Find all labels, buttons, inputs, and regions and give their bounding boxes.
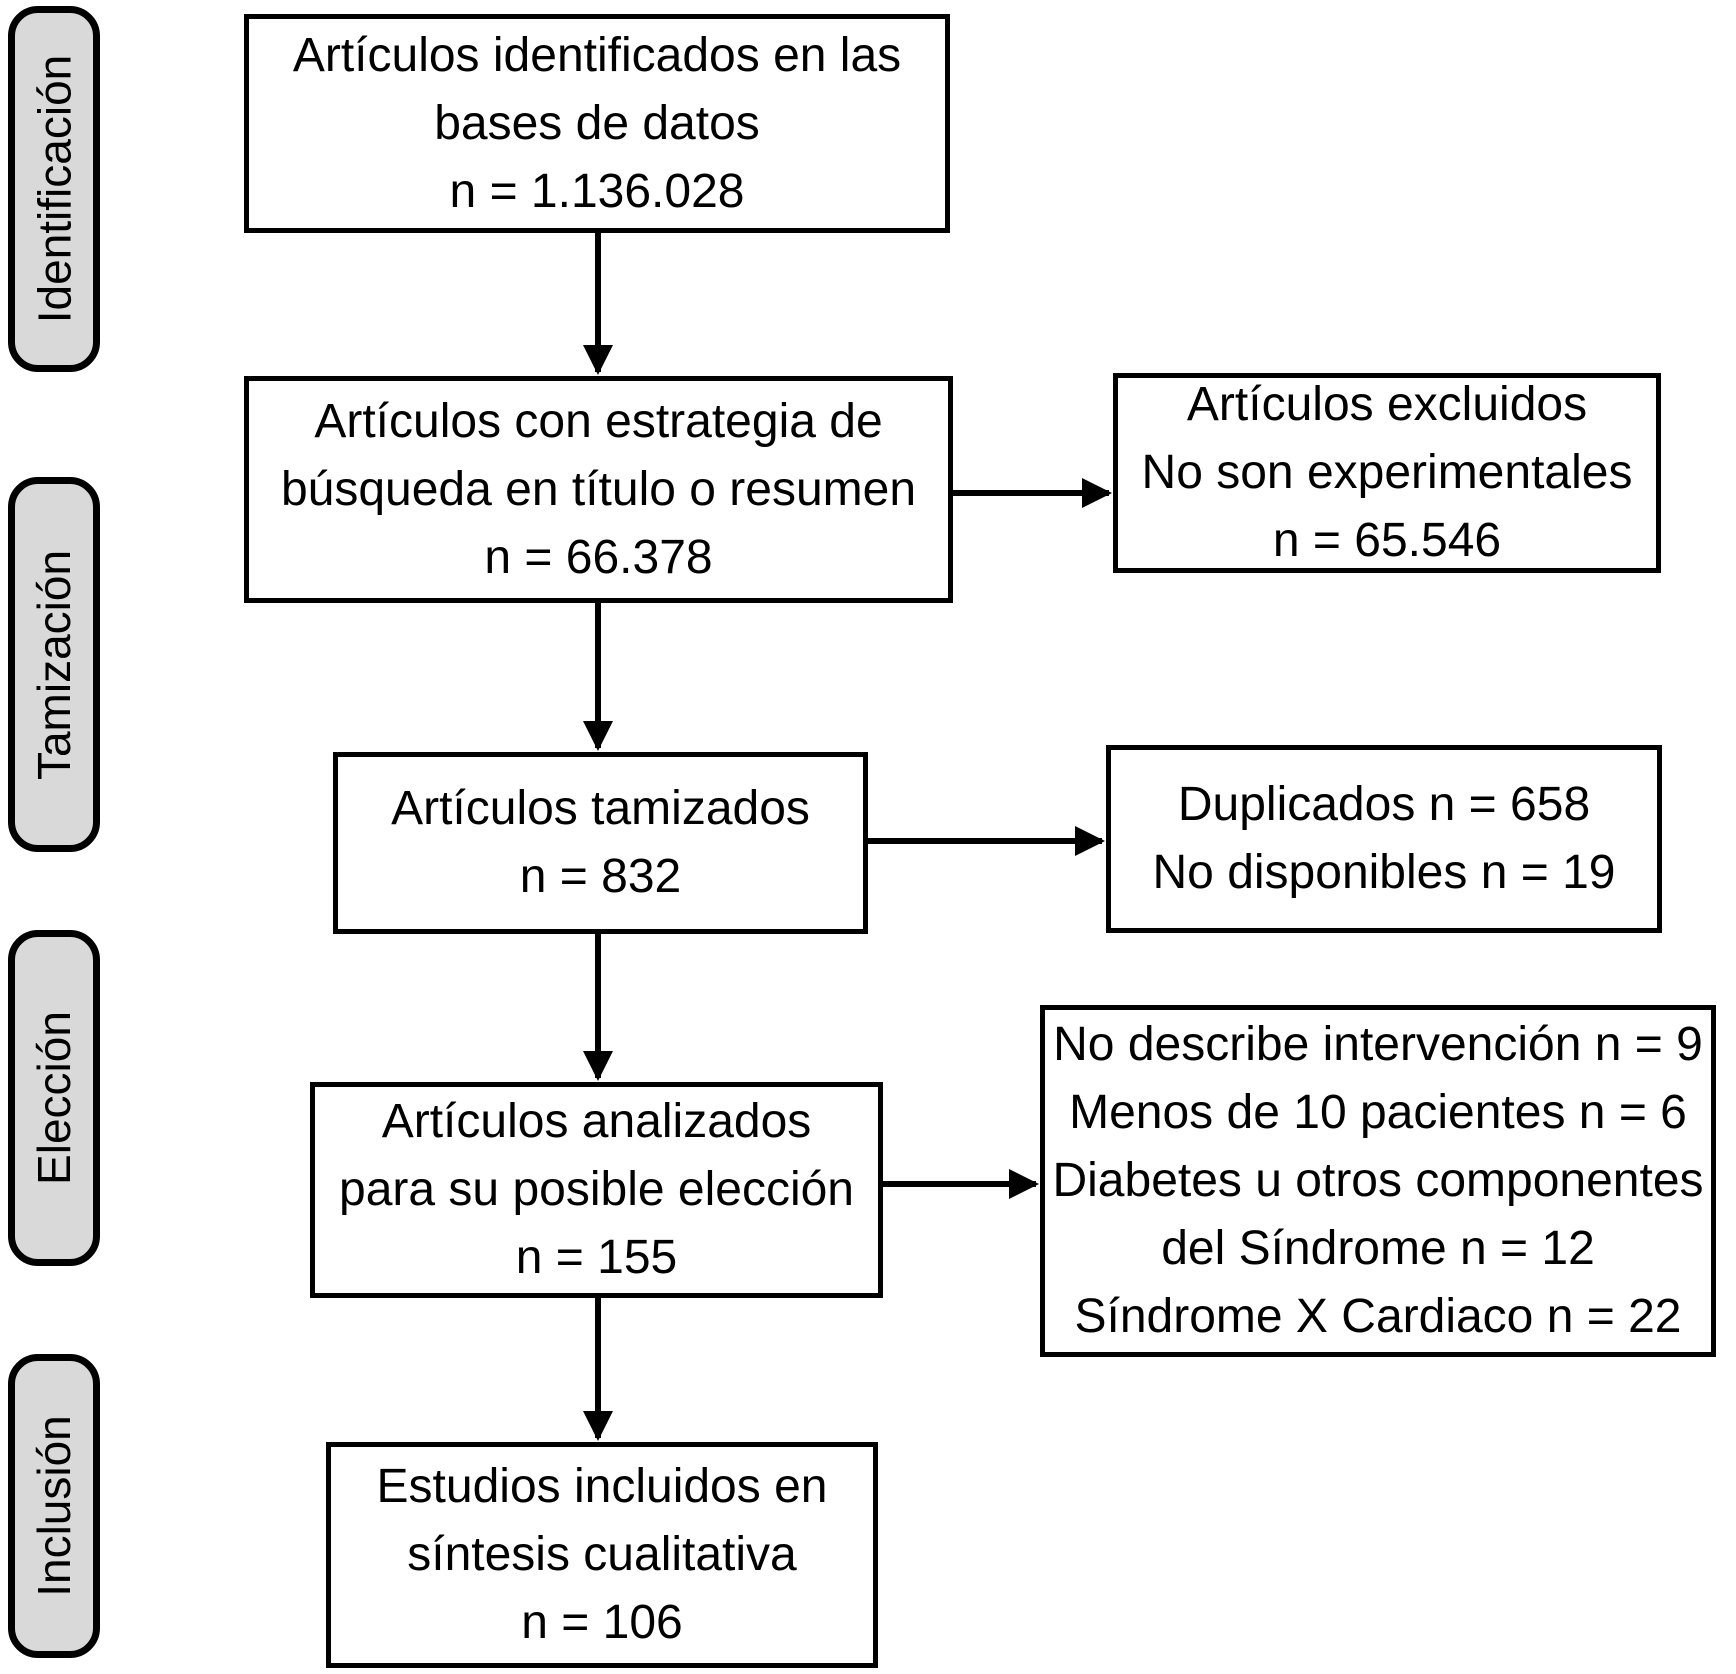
text-line: n = 1.136.028 (449, 164, 745, 218)
stage-screening: Tamización (8, 477, 100, 852)
text-line: n = 65.546 (1272, 514, 1502, 567)
text-line: bases de datos (434, 96, 760, 150)
text-line: del Síndrome n = 12 (1161, 1222, 1595, 1275)
text-line: Duplicados n = 658 (1177, 778, 1591, 831)
text-line: No son experimentales (1141, 446, 1633, 499)
text-line: n = 155 (515, 1231, 678, 1284)
text-line: n = 66.378 (484, 530, 713, 584)
stage-inclusion: Inclusión (8, 1354, 100, 1658)
text-line: Síndrome X Cardiaco n = 22 (1074, 1290, 1682, 1343)
flow-box-identified: Artículos identificados en las bases de … (244, 14, 950, 233)
stage-eligibility-label: Elección (28, 1011, 80, 1185)
stage-eligibility: Elección (8, 930, 100, 1266)
text-line: Artículos identificados en las (292, 28, 902, 82)
text-line: No disponibles n = 19 (1152, 846, 1616, 899)
text-line: Menos de 10 pacientes n = 6 (1069, 1086, 1687, 1139)
text-line: síntesis cualitativa (407, 1528, 797, 1581)
flow-box-analyzed: Artículos analizados para su posible ele… (310, 1082, 883, 1298)
exclusion-box-duplicates: Duplicados n = 658 No disponibles n = 19 (1106, 745, 1662, 933)
text-line: para su posible elección (339, 1163, 854, 1216)
stage-screening-label: Tamización (28, 549, 80, 780)
exclusion-box-other-reasons: No describe intervención n = 9 Menos de … (1040, 1005, 1716, 1357)
stage-inclusion-label: Inclusión (28, 1415, 80, 1597)
text-line: Artículos analizados (381, 1095, 812, 1148)
flow-box-strategy: Artículos con estrategia de búsqueda en … (244, 376, 953, 603)
text-line: Artículos excluidos (1186, 378, 1588, 431)
text-line: Estudios incluidos en (376, 1460, 828, 1513)
text-line: No describe intervención n = 9 (1053, 1018, 1703, 1071)
text-line: n = 832 (519, 850, 682, 903)
text-line: n = 106 (521, 1596, 683, 1649)
flow-box-screened: Artículos tamizados n = 832 (333, 752, 868, 934)
text-line: Diabetes u otros componentes (1052, 1154, 1704, 1207)
exclusion-box-not-experimental: Artículos excluidos No son experimentale… (1113, 373, 1661, 573)
text-line: búsqueda en título o resumen (280, 462, 917, 516)
text-line: Artículos tamizados (391, 782, 810, 835)
flow-box-included: Estudios incluidos en síntesis cualitati… (326, 1442, 878, 1668)
text-line: Artículos con estrategia de (314, 394, 883, 448)
stage-identification-label: Identificación (28, 54, 80, 324)
stage-identification: Identificación (8, 6, 100, 372)
